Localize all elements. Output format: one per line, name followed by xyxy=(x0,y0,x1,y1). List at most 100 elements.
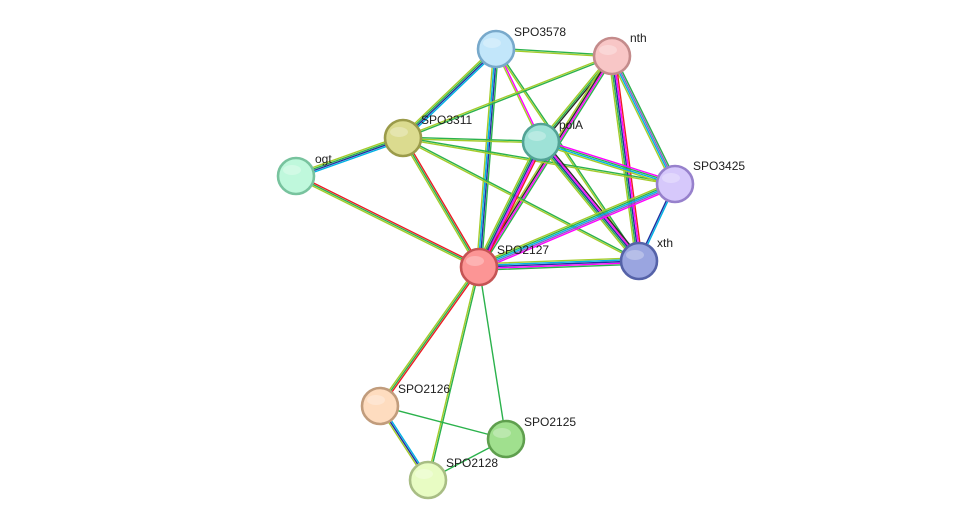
node-SPO2125[interactable] xyxy=(486,419,526,459)
node-label-xth: xth xyxy=(657,236,673,250)
node-SPO2126[interactable] xyxy=(360,386,400,426)
edge-stripe-experiments xyxy=(614,54,643,262)
node-circle[interactable] xyxy=(476,29,516,69)
edge-stripe-neighborhood xyxy=(539,142,639,263)
edge-stripe-databases xyxy=(610,55,675,186)
node-ogt[interactable] xyxy=(276,156,316,196)
edge-stripe-textmining xyxy=(401,138,640,263)
edge-stripe-neighborhood xyxy=(613,54,678,184)
edge-SPO3578-nth[interactable] xyxy=(495,47,613,58)
edge-ogt-SPO2127[interactable] xyxy=(294,173,481,270)
node-xth[interactable] xyxy=(619,241,659,281)
edge-stripe-textmining xyxy=(478,257,640,265)
edge-stripe-fusion xyxy=(541,139,677,183)
edge-stripe-neighborhood xyxy=(428,266,481,481)
node-polA[interactable] xyxy=(521,122,561,162)
node-label-polA: polA xyxy=(559,118,583,132)
edge-stripe-neighborhood xyxy=(379,405,507,440)
edge-stripe-neighborhood xyxy=(402,136,641,261)
node-circle[interactable] xyxy=(360,386,400,426)
edge-stripe-textmining xyxy=(539,143,675,187)
edge-stripe-experiments xyxy=(380,267,481,408)
edge-polA-SPO2127[interactable] xyxy=(475,139,545,270)
edge-SPO3578-SPO3311[interactable] xyxy=(400,46,499,141)
edge-stripe-databases xyxy=(477,48,496,268)
node-highlight xyxy=(483,38,501,48)
node-SPO3311[interactable] xyxy=(383,118,423,158)
node-circle[interactable] xyxy=(459,247,499,287)
node-SPO3425[interactable] xyxy=(655,164,695,204)
edge-stripe-textmining xyxy=(477,180,675,265)
edge-stripe-neighborhood xyxy=(609,55,639,262)
node-highlight xyxy=(528,131,546,141)
edge-SPO3578-SPO2127[interactable] xyxy=(475,48,500,268)
edge-stripe-neighborhood xyxy=(295,175,480,268)
edge-stripe-textmining xyxy=(475,139,539,267)
edge-stripe-textmining xyxy=(400,46,496,137)
node-label-SPO3425: SPO3425 xyxy=(693,159,745,173)
edge-stripe-neighborhood xyxy=(478,263,640,271)
edge-stripe-neighborhood xyxy=(401,47,497,139)
edge-stripe-neighborhood xyxy=(402,56,613,140)
node-highlight xyxy=(415,469,433,479)
edge-stripe-textmining xyxy=(537,143,638,264)
edge-SPO2127-SPO2128[interactable] xyxy=(426,266,481,481)
node-circle[interactable] xyxy=(383,118,423,158)
edge-SPO3311-xth[interactable] xyxy=(401,136,641,263)
edge-stripe-fusion xyxy=(479,186,677,271)
edge-stripe-textmining xyxy=(426,266,479,481)
edge-SPO2127-SPO2126[interactable] xyxy=(378,265,481,408)
edge-stripe-fusion xyxy=(479,142,544,269)
edge-stripe-textmining xyxy=(378,265,479,406)
edge-stripe-neighborhood xyxy=(477,181,676,267)
edge-stripe-neighborhood xyxy=(476,140,541,267)
edge-SPO3311-SPO2127[interactable] xyxy=(400,136,482,269)
nodes-layer xyxy=(276,29,695,500)
edge-SPO3311-polA[interactable] xyxy=(402,136,542,144)
edge-stripe-textmining xyxy=(475,48,495,268)
node-circle[interactable] xyxy=(276,156,316,196)
edge-xth-SPO2127[interactable] xyxy=(478,257,640,271)
edge-SPO2126-SPO2125[interactable] xyxy=(379,405,507,440)
edge-nth-SPO3425[interactable] xyxy=(609,54,678,186)
node-circle[interactable] xyxy=(486,419,526,459)
edge-nth-xth[interactable] xyxy=(608,54,643,263)
edge-stripe-databases xyxy=(478,183,676,268)
node-circle[interactable] xyxy=(655,164,695,204)
node-circle[interactable] xyxy=(408,460,448,500)
edge-stripe-textmining xyxy=(294,176,479,270)
node-circle[interactable] xyxy=(521,122,561,162)
edge-polA-xth[interactable] xyxy=(537,139,643,264)
edge-stripe-neighborhood xyxy=(402,137,480,268)
edge-stripe-cooccurrence xyxy=(478,260,640,268)
edge-stripe-textmining xyxy=(400,138,479,269)
node-label-SPO2127: SPO2127 xyxy=(497,243,549,257)
node-SPO2127[interactable] xyxy=(459,247,499,287)
edge-SPO2127-SPO2125[interactable] xyxy=(478,266,507,440)
edge-stripe-databases xyxy=(403,50,499,141)
edge-nth-SPO3311[interactable] xyxy=(402,54,613,140)
node-circle[interactable] xyxy=(619,241,659,281)
edge-stripe-textmining xyxy=(495,49,613,58)
edge-stripe-cooccurrence xyxy=(611,55,640,262)
edge-SPO3425-SPO2127[interactable] xyxy=(477,180,677,271)
edge-stripe-textmining xyxy=(402,54,613,138)
edge-stripe-textmining xyxy=(609,56,674,186)
node-SPO3578[interactable] xyxy=(476,29,516,69)
node-SPO2128[interactable] xyxy=(408,460,448,500)
edge-stripe-neighborhood xyxy=(495,47,641,262)
node-circle[interactable] xyxy=(592,36,632,76)
node-highlight xyxy=(390,127,408,137)
node-label-ogt: ogt xyxy=(315,152,332,166)
node-label-SPO2126: SPO2126 xyxy=(398,382,450,396)
node-label-SPO2125: SPO2125 xyxy=(524,415,576,429)
edge-stripe-textmining xyxy=(608,55,637,263)
node-highlight xyxy=(493,428,511,438)
edge-stripe-fusion xyxy=(612,55,642,262)
node-highlight xyxy=(466,256,484,266)
edge-stripe-textmining xyxy=(402,138,542,144)
node-highlight xyxy=(367,395,385,405)
edge-polA-SPO3425[interactable] xyxy=(539,139,677,187)
node-nth[interactable] xyxy=(592,36,632,76)
edge-stripe-textmining xyxy=(402,138,676,186)
